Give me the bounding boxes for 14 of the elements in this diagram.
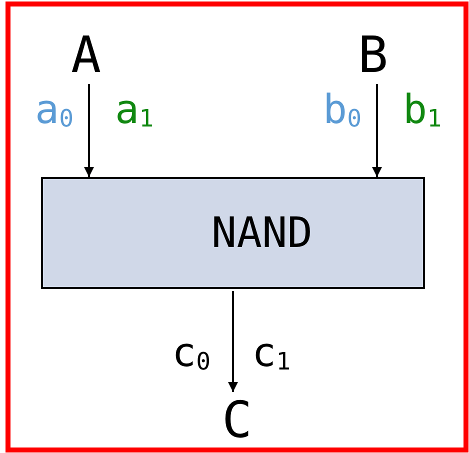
gate-name: NAND [211, 212, 313, 254]
signal-label: c$_{0}$ [172, 333, 211, 374]
arrow [84, 84, 94, 177]
signal-label: b$_{0}$ [323, 90, 362, 131]
output-label: C [222, 395, 252, 445]
signal-label: b$_{1}$ [403, 90, 442, 131]
input-label: A [70, 30, 102, 80]
gate-box [41, 177, 425, 289]
signal-label: a$_{1}$ [115, 90, 154, 131]
signal-label: a$_{0}$ [35, 90, 74, 131]
input-label: B [358, 30, 388, 80]
arrow [372, 84, 382, 177]
arrow [228, 291, 238, 392]
signal-label: c$_{1}$ [252, 333, 291, 374]
